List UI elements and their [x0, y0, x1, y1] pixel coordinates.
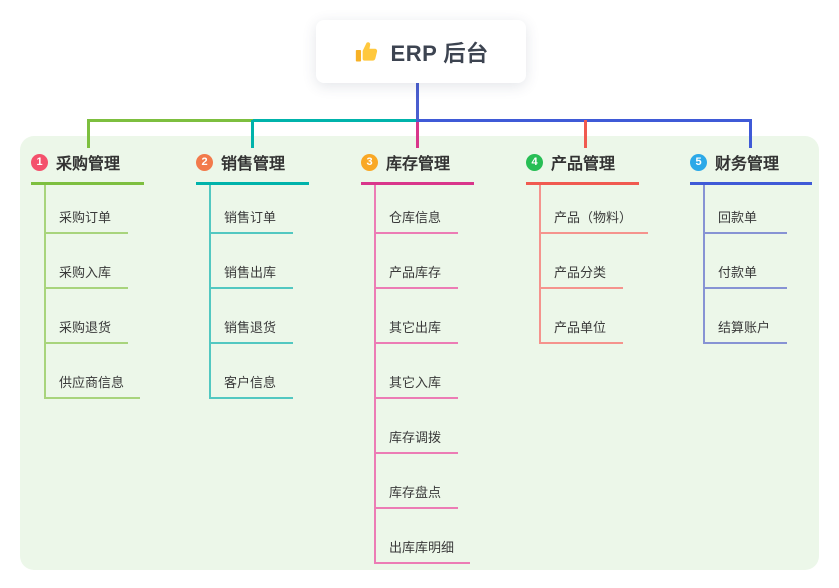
child-node[interactable]: 出库库明细	[376, 509, 471, 564]
branch-title-finance[interactable]: 5 财务管理	[690, 150, 812, 185]
branches-panel	[20, 136, 819, 570]
child-label: 产品库存	[389, 265, 442, 281]
branch-number-badge: 4	[526, 153, 543, 171]
child-node[interactable]: 库存调拨	[376, 399, 458, 454]
root-node[interactable]: ERP 后台	[316, 20, 526, 83]
connector-bus-segment-teal	[253, 119, 417, 122]
child-node[interactable]: 采购订单	[46, 185, 128, 234]
branch-title-product[interactable]: 4 产品管理	[526, 150, 639, 185]
branch-children: 仓库信息 产品库存 其它出库 其它入库 库存调拨 库存盘点 出库库明细	[374, 185, 474, 564]
branch-children: 回款单 付款单 结算账户	[703, 185, 812, 344]
connector-drop-purchase	[87, 120, 90, 148]
child-label: 采购订单	[59, 210, 112, 226]
child-node[interactable]: 回款单	[705, 185, 787, 234]
child-node[interactable]: 仓库信息	[376, 185, 458, 234]
branch-children: 产品（物料） 产品分类 产品单位	[539, 185, 649, 344]
connector-drop-finance	[749, 120, 752, 148]
child-label: 库存调拨	[389, 430, 442, 446]
child-node[interactable]: 产品分类	[541, 234, 623, 289]
child-node[interactable]: 其它出库	[376, 289, 458, 344]
child-label: 其它入库	[389, 375, 442, 391]
child-node[interactable]: 采购退货	[46, 289, 128, 344]
child-node[interactable]: 结算账户	[705, 289, 787, 344]
child-node[interactable]: 客户信息	[211, 344, 293, 399]
branch-number-badge: 3	[361, 153, 378, 171]
child-node[interactable]: 销售出库	[211, 234, 293, 289]
child-node[interactable]: 销售订单	[211, 185, 293, 234]
child-label: 仓库信息	[389, 210, 442, 226]
branch-sales: 2 销售管理 销售订单 销售出库 销售退货 客户信息	[196, 150, 309, 399]
connector-drop-sales	[251, 120, 254, 148]
child-label: 结算账户	[718, 320, 771, 336]
branch-label: 销售管理	[221, 156, 286, 173]
child-label: 其它出库	[389, 320, 442, 336]
branch-finance: 5 财务管理 回款单 付款单 结算账户	[690, 150, 812, 344]
child-node[interactable]: 销售退货	[211, 289, 293, 344]
branch-label: 采购管理	[56, 156, 121, 173]
child-label: 产品单位	[554, 320, 607, 336]
child-label: 采购入库	[59, 265, 112, 281]
child-label: 产品分类	[554, 265, 607, 281]
child-label: 产品（物料）	[554, 210, 633, 226]
branch-title-sales[interactable]: 2 销售管理	[196, 150, 309, 185]
branch-number-badge: 1	[31, 153, 48, 171]
connector-drop-inventory	[416, 120, 419, 148]
branch-label: 财务管理	[715, 156, 780, 173]
child-label: 库存盘点	[389, 485, 442, 501]
child-label: 销售订单	[224, 210, 277, 226]
connector-bus-segment-green	[87, 119, 253, 122]
child-label: 采购退货	[59, 320, 112, 336]
branch-product: 4 产品管理 产品（物料） 产品分类 产品单位	[526, 150, 649, 344]
child-label: 销售出库	[224, 265, 277, 281]
child-label: 出库库明细	[389, 540, 455, 556]
child-node[interactable]: 产品库存	[376, 234, 458, 289]
connector-drop-product	[584, 120, 587, 148]
branch-children: 采购订单 采购入库 采购退货 供应商信息	[44, 185, 144, 399]
child-label: 客户信息	[224, 375, 277, 391]
child-node[interactable]: 采购入库	[46, 234, 128, 289]
branch-label: 库存管理	[386, 156, 451, 173]
thumbs-up-icon	[354, 39, 380, 65]
child-node[interactable]: 库存盘点	[376, 454, 458, 509]
child-node[interactable]: 产品单位	[541, 289, 623, 344]
child-node[interactable]: 付款单	[705, 234, 787, 289]
branch-inventory: 3 库存管理 仓库信息 产品库存 其它出库 其它入库 库存调拨 库存盘点 出库库…	[361, 150, 474, 564]
child-label: 销售退货	[224, 320, 277, 336]
branch-title-inventory[interactable]: 3 库存管理	[361, 150, 474, 185]
branch-number-badge: 2	[196, 153, 213, 171]
branch-purchase: 1 采购管理 采购订单 采购入库 采购退货 供应商信息	[31, 150, 144, 399]
connector-root	[416, 83, 419, 122]
branch-children: 销售订单 销售出库 销售退货 客户信息	[209, 185, 309, 399]
branch-label: 产品管理	[551, 156, 616, 173]
branch-title-purchase[interactable]: 1 采购管理	[31, 150, 144, 185]
branch-number-badge: 5	[690, 153, 707, 171]
child-node[interactable]: 其它入库	[376, 344, 458, 399]
child-label: 回款单	[718, 210, 758, 226]
child-label: 供应商信息	[59, 375, 125, 391]
child-label: 付款单	[718, 265, 758, 281]
root-label: ERP 后台	[390, 40, 489, 66]
child-node[interactable]: 供应商信息	[46, 344, 141, 399]
child-node[interactable]: 产品（物料）	[541, 185, 649, 234]
